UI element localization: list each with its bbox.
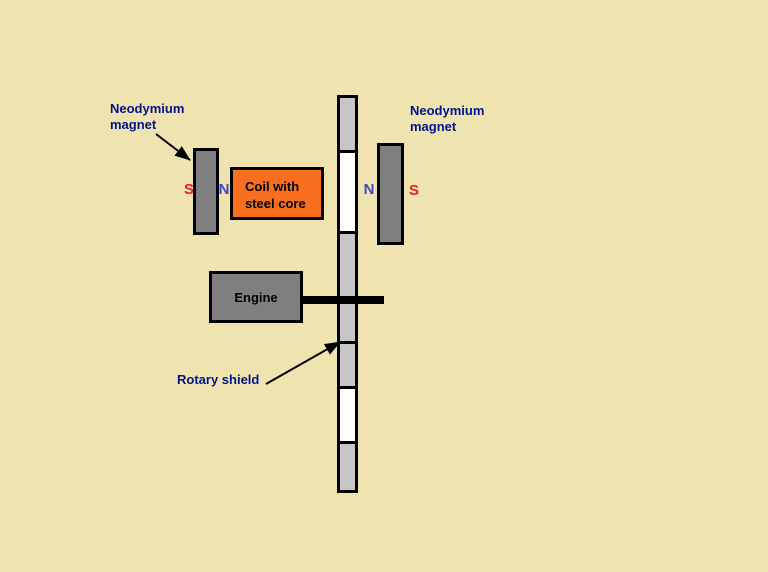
shield-segment-opaque (340, 98, 355, 150)
shield-segment-opaque (340, 441, 355, 490)
right-magnet-label: Neodymium magnet (410, 103, 485, 134)
rotary-shield-label: Rotary shield (177, 372, 260, 387)
left-magnet-label: Neodymium magnet (110, 101, 185, 132)
shield-segment-opaque (340, 231, 355, 341)
left-magnet-south-pole-label: S (183, 181, 194, 198)
engine-shaft (300, 296, 384, 304)
left-neodymium-magnet (193, 148, 219, 235)
right-neodymium-magnet (377, 143, 404, 245)
rotary-shield-pointer-arrow (265, 341, 341, 385)
right-magnet-south-pole-label: S (408, 182, 419, 199)
shield-segment-window (340, 386, 355, 441)
left-magnet-north-pole-label: N (218, 181, 230, 198)
engine-block: Engine (209, 271, 303, 323)
coil-with-steel-core: Coil with steel core (230, 167, 324, 220)
left-magnet-pointer-arrow (155, 133, 191, 161)
shield-segment-opaque (340, 341, 355, 386)
right-magnet-north-pole-label: N (363, 181, 375, 198)
rotary-shield-bar (337, 95, 358, 493)
shield-segment-window (340, 150, 355, 231)
